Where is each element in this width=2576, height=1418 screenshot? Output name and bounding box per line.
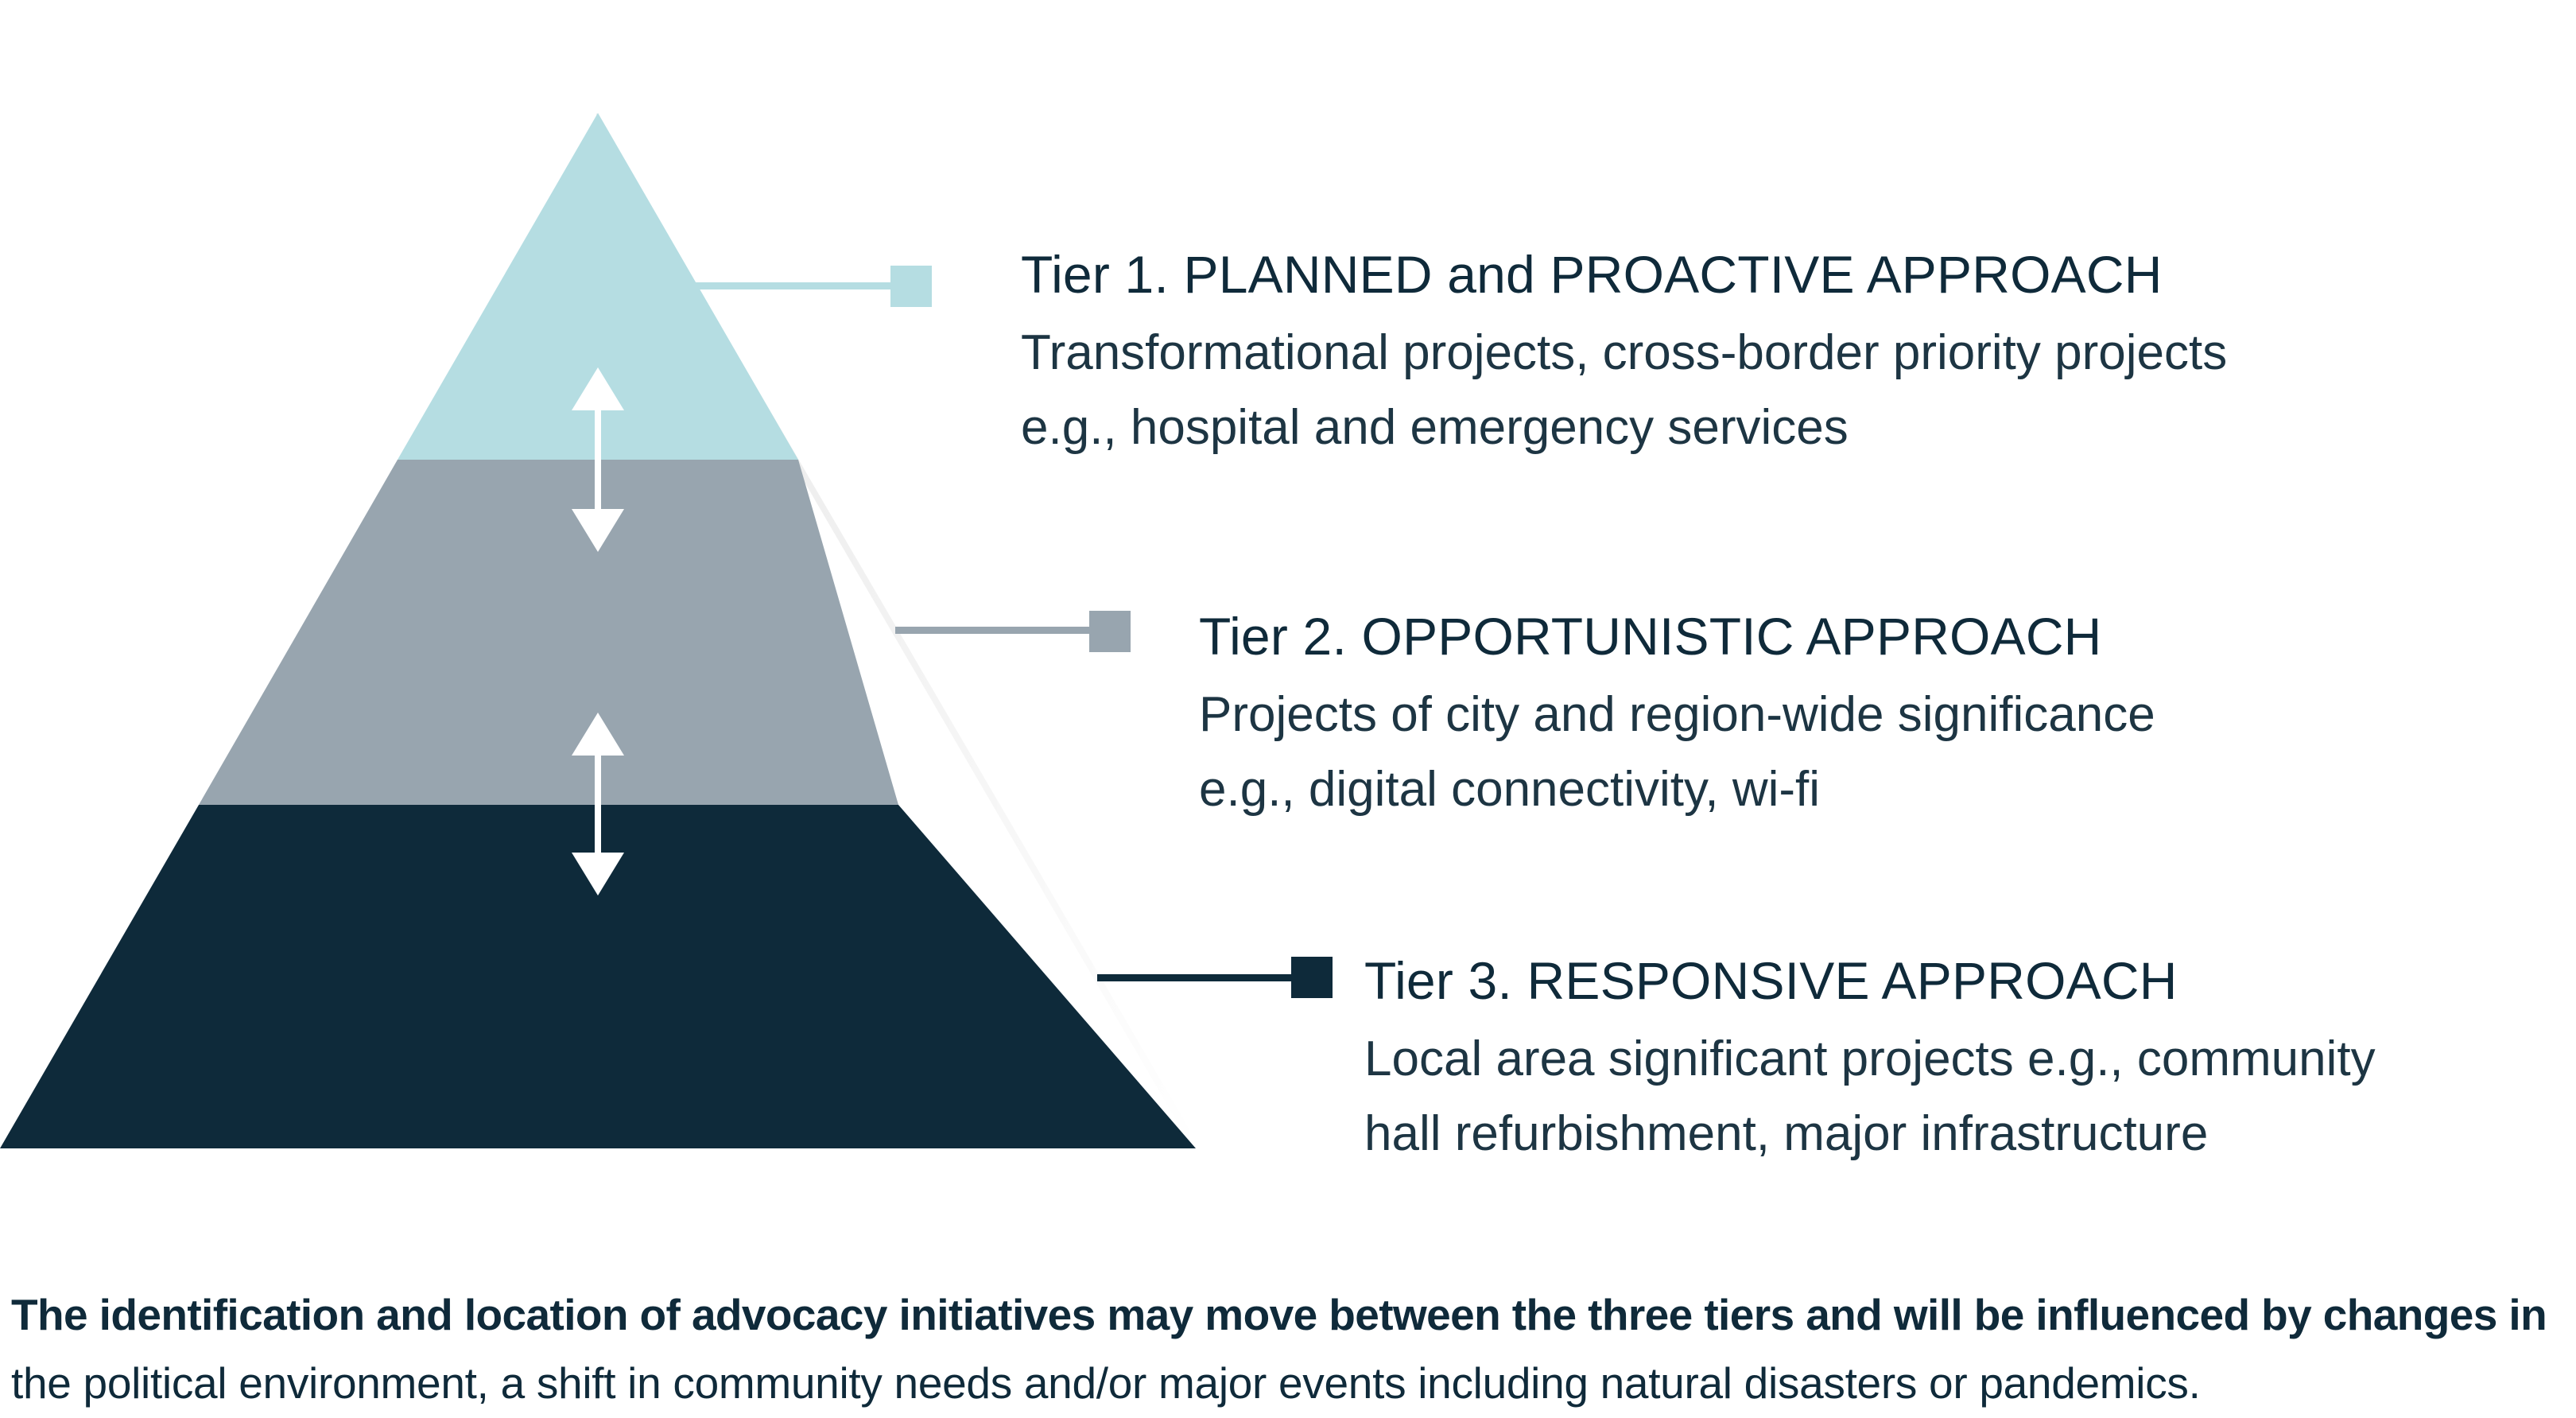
square-marker-icon (890, 266, 932, 307)
tier-1-description-line-1: Transformational projects, cross-border … (1021, 325, 2228, 380)
tier-1-title: Tier 1. PLANNED and PROACTIVE APPROACH (1021, 245, 2163, 304)
footnote-line-2: the political environment, a shift in co… (11, 1358, 2201, 1408)
footnote: The identification and location of advoc… (11, 1280, 2571, 1417)
tier-2-connector-line (895, 627, 1091, 634)
square-marker-icon (1291, 957, 1333, 998)
tier-2-description-line-2: e.g., digital connectivity, wi-fi (1199, 762, 1821, 817)
tier-3-text-block: Tier 3. RESPONSIVE APPROACH Local area s… (1364, 949, 2376, 1171)
square-marker-icon (1089, 611, 1131, 652)
double-headed-arrow-icon (572, 367, 624, 552)
tier-1-description-line-2: e.g., hospital and emergency services (1021, 400, 1849, 455)
pyramid-tier-3 (0, 805, 1196, 1148)
tier-3-description-line-1: Local area significant projects e.g., co… (1364, 1031, 2376, 1086)
double-headed-arrow-icon (572, 713, 624, 895)
tier-3-description-line-2: hall refurbishment, major infrastructure (1364, 1106, 2209, 1161)
tier-3-connector-line (1097, 974, 1293, 981)
tier-1-connector (693, 266, 932, 307)
tier-1-text-block: Tier 1. PLANNED and PROACTIVE APPROACH T… (1021, 243, 2227, 465)
tier-3-title: Tier 3. RESPONSIVE APPROACH (1364, 951, 2178, 1010)
pyramid-tier-1 (398, 113, 798, 460)
tier-3-connector (1097, 957, 1333, 998)
tier-2-text-block: Tier 2. OPPORTUNISTIC APPROACH Projects … (1199, 604, 2155, 827)
tier-2-title: Tier 2. OPPORTUNISTIC APPROACH (1199, 607, 2102, 666)
footnote-line-1: The identification and location of advoc… (11, 1290, 2547, 1339)
tier-1-connector-line (693, 282, 892, 289)
tier-2-connector (895, 611, 1131, 652)
pyramid-tier-2 (199, 460, 898, 805)
tier-2-description-line-1: Projects of city and region-wide signifi… (1199, 687, 2155, 742)
